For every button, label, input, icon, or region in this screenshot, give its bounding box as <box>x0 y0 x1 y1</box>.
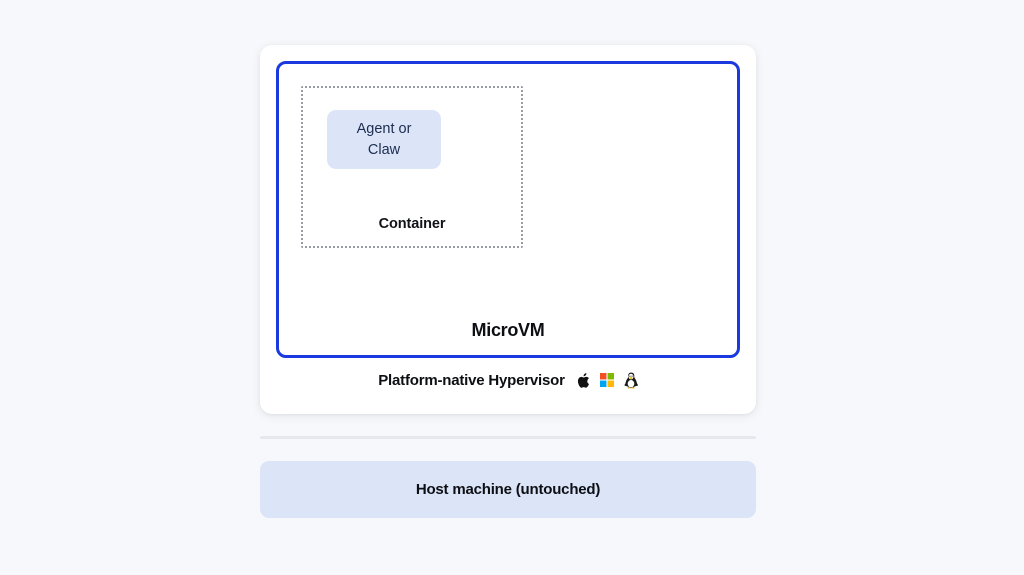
microvm-box: Agent or Claw Container MicroVM <box>276 61 740 358</box>
container-label: Container <box>378 216 446 232</box>
architecture-diagram: Agent or Claw Container MicroVM Platform… <box>260 45 756 518</box>
microvm-label: MicroVM <box>471 320 545 340</box>
agent-or-claw-chip: Agent or Claw <box>327 110 441 169</box>
windows-icon <box>599 373 614 387</box>
hypervisor-row: Platform-native Hypervisor <box>276 358 740 402</box>
apple-icon <box>576 372 590 389</box>
host-machine-label: Host machine (untouched) <box>415 481 601 498</box>
agent-or-claw-label: Agent or Claw <box>356 120 412 158</box>
stack-divider <box>260 436 756 439</box>
linux-icon <box>624 372 638 389</box>
os-icon-group <box>576 372 638 389</box>
container-box: Agent or Claw Container <box>301 86 523 248</box>
hypervisor-card: Agent or Claw Container MicroVM Platform… <box>260 45 756 414</box>
host-machine-box: Host machine (untouched) <box>260 461 756 518</box>
hypervisor-label: Platform-native Hypervisor <box>378 371 565 389</box>
